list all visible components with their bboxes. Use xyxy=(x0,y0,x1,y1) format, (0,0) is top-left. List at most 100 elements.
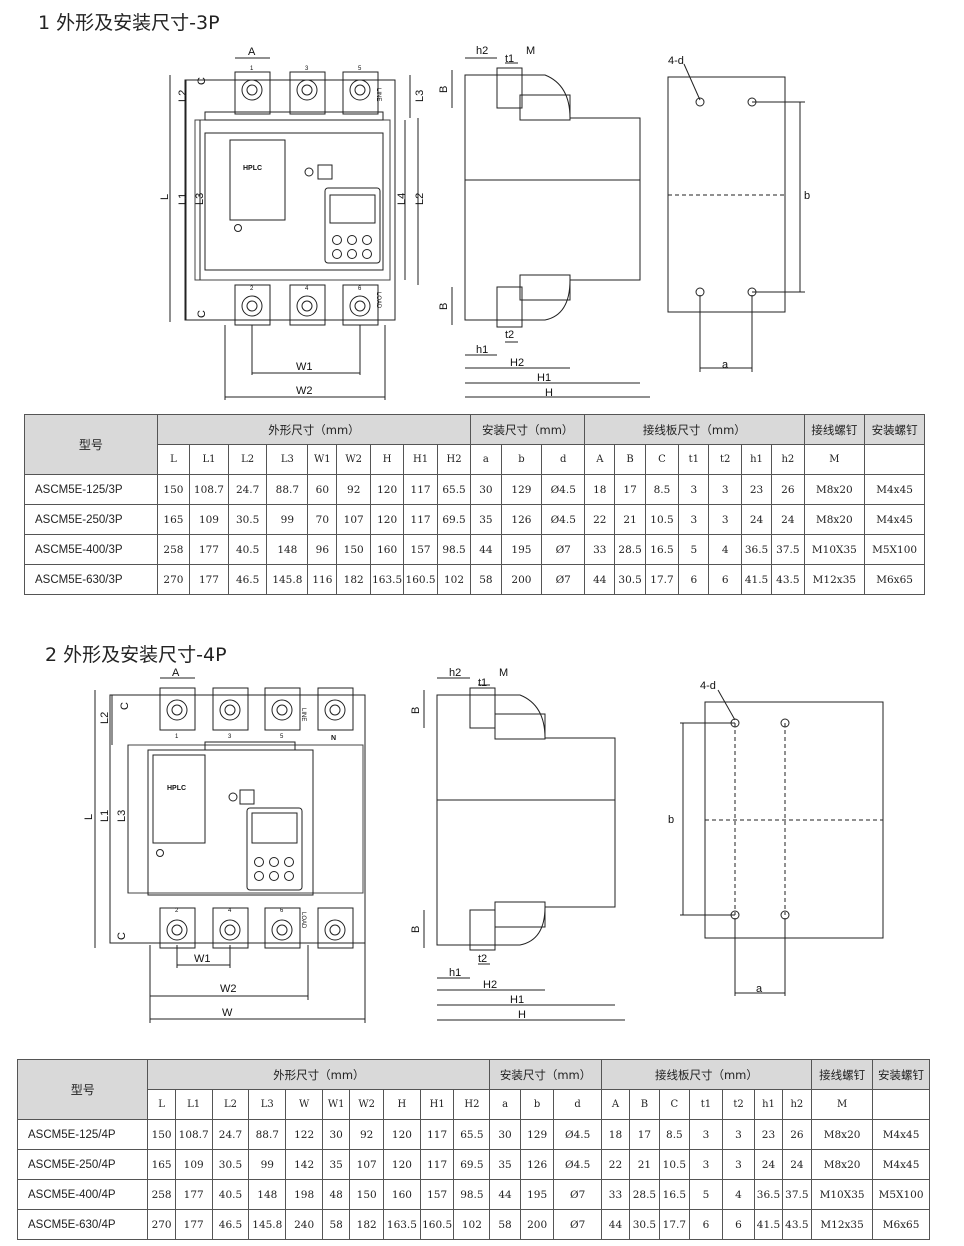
pole-label: 2 xyxy=(250,286,254,292)
value-cell: 8.5 xyxy=(644,474,680,505)
value-cell: 177 xyxy=(174,1179,213,1210)
dim-label: 4-d xyxy=(668,55,684,67)
value-cell: 65.5 xyxy=(436,474,472,505)
value-cell: M4x45 xyxy=(872,1119,930,1150)
pole-label: 2 xyxy=(175,908,179,914)
col-header: L2 xyxy=(211,1089,250,1120)
col-header: h1 xyxy=(754,1089,783,1120)
pole-label: 3 xyxy=(305,66,309,72)
value-cell: M5X100 xyxy=(864,534,925,565)
pole-label: 3 xyxy=(228,734,232,740)
value-cell: 6 xyxy=(689,1209,723,1240)
value-cell: 160 xyxy=(369,534,405,565)
col-header: H2 xyxy=(453,1089,491,1120)
value-cell: 24.7 xyxy=(211,1119,250,1150)
value-cell: 6 xyxy=(678,564,710,595)
value-cell: Ø4.5 xyxy=(553,1149,602,1180)
value-cell: Ø4.5 xyxy=(541,504,586,535)
value-cell: 4 xyxy=(721,1179,756,1210)
value-cell: 69.5 xyxy=(453,1149,491,1180)
header-install-screw: 安装螺钉 xyxy=(864,414,925,445)
front-view-4p-labels: A C L2 L L1 L3 C W1 W2 W HPLC 1 3 5 2 4 … xyxy=(83,667,336,1019)
value-cell: 69.5 xyxy=(436,504,472,535)
header-outline: 外形尺寸（mm） xyxy=(147,1059,491,1090)
value-cell: 30 xyxy=(322,1119,351,1150)
value-cell: 3 xyxy=(721,1119,756,1150)
col-header: H xyxy=(383,1089,421,1120)
value-cell: 41.5 xyxy=(754,1209,783,1240)
value-cell: 96 xyxy=(307,534,338,565)
mount-view-3p-labels: 4-d b a xyxy=(668,55,810,371)
value-cell: 28.5 xyxy=(629,1179,660,1210)
value-cell: 24 xyxy=(771,504,805,535)
value-cell: 30.5 xyxy=(629,1209,660,1240)
value-cell: 150 xyxy=(147,1119,176,1150)
value-cell: 160 xyxy=(383,1179,421,1210)
value-cell: 108.7 xyxy=(189,474,229,505)
header-install-screw: 安装螺钉 xyxy=(872,1059,930,1090)
front-view-3p-labels: A C L2 L1 L3 L L4 L2 L3 C W1 W2 HPLC 1 3… xyxy=(159,46,426,397)
value-cell: 70 xyxy=(307,504,338,535)
col-header: b xyxy=(500,444,543,475)
value-cell: 150 xyxy=(349,1179,385,1210)
pole-label: 4 xyxy=(228,908,232,914)
value-cell: 3 xyxy=(678,504,710,535)
dim-label: C xyxy=(196,77,208,85)
dim-label: L xyxy=(159,194,171,200)
value-cell: 3 xyxy=(678,474,710,505)
value-cell: 163.5 xyxy=(383,1209,421,1240)
value-cell: 5 xyxy=(689,1179,723,1210)
pole-label: 5 xyxy=(280,734,284,740)
value-cell: 258 xyxy=(156,534,191,565)
pole-label: 1 xyxy=(250,66,254,72)
pole-label: 6 xyxy=(358,286,362,292)
dim-label: W2 xyxy=(296,385,313,397)
value-cell: 30 xyxy=(470,474,502,505)
col-header: t1 xyxy=(689,1089,723,1120)
value-cell: 98.5 xyxy=(453,1179,491,1210)
value-cell: 35 xyxy=(322,1149,351,1180)
value-cell: Ø4.5 xyxy=(541,474,586,505)
value-cell: M6x65 xyxy=(872,1209,930,1240)
value-cell: 163.5 xyxy=(369,564,405,595)
dim-label: L2 xyxy=(99,712,111,724)
col-header: M xyxy=(803,444,866,475)
value-cell: 102 xyxy=(436,564,472,595)
drawing-3p: A C L2 L1 L3 L L4 L2 L3 C W1 W2 HPLC 1 3… xyxy=(159,45,810,400)
col-header: H xyxy=(369,444,405,475)
value-cell: 17 xyxy=(629,1119,660,1150)
col-header: L1 xyxy=(174,1089,213,1120)
dim-label: a xyxy=(756,983,763,995)
value-cell: 142 xyxy=(285,1149,324,1180)
value-cell: 26 xyxy=(781,1119,813,1150)
pole-label: 1 xyxy=(175,734,179,740)
value-cell: 150 xyxy=(156,474,191,505)
value-cell: 24 xyxy=(754,1149,783,1180)
header-wiring-screw: 接线螺钉 xyxy=(811,1059,874,1090)
value-cell: 107 xyxy=(349,1149,385,1180)
header-wiring-screw: 接线螺钉 xyxy=(803,414,866,445)
dim-label: M xyxy=(526,45,535,57)
value-cell: 107 xyxy=(336,504,371,535)
value-cell: 22 xyxy=(584,504,616,535)
brand-label: HPLC xyxy=(243,165,262,172)
col-header: h1 xyxy=(740,444,773,475)
value-cell: 35 xyxy=(470,504,502,535)
col-header: a xyxy=(470,444,502,475)
value-cell: 99 xyxy=(266,504,309,535)
value-cell: 43.5 xyxy=(771,564,805,595)
value-cell: M10X35 xyxy=(811,1179,874,1210)
header-plate: 接线板尺寸（mm） xyxy=(600,1059,813,1090)
value-cell: 44 xyxy=(600,1209,631,1240)
header-outline: 外形尺寸（mm） xyxy=(156,414,472,445)
value-cell: 44 xyxy=(489,1179,521,1210)
col-header: W1 xyxy=(322,1089,351,1120)
value-cell: 200 xyxy=(519,1209,555,1240)
value-cell: 21 xyxy=(629,1149,660,1180)
value-cell: 165 xyxy=(156,504,191,535)
value-cell: 58 xyxy=(322,1209,351,1240)
